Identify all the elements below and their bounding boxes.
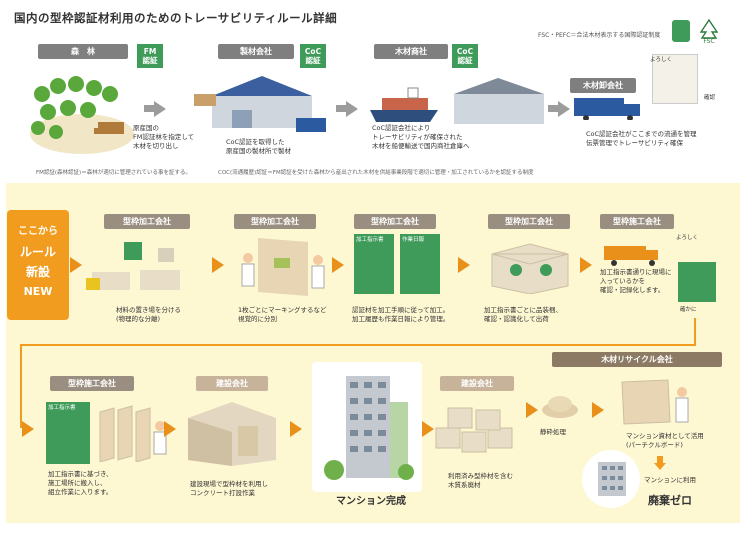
- panels-illustration: [96, 404, 170, 463]
- row3-header-4: 建設会社: [440, 376, 514, 391]
- truck-icon: [574, 96, 644, 121]
- pefc-logo-icon: [672, 20, 690, 42]
- new-line4: NEW: [23, 285, 53, 298]
- row2-header-4: 型枠加工会社: [488, 214, 570, 229]
- row2-caption-5: 加工指示書通りに現場に 入っているかを 確認・記録化します。: [600, 268, 672, 294]
- instruction-sheet: 加工指示書: [354, 234, 394, 294]
- row2-caption-1: 材料の置き場を分ける (物理的な分離): [116, 306, 181, 323]
- forest-header: 森 林: [38, 44, 128, 59]
- coc-badge-trader: CoC 認証: [452, 44, 478, 68]
- arrow-right-icon: [346, 101, 358, 117]
- doc1-label: 加工指示書: [356, 237, 384, 243]
- connector-line: [20, 344, 696, 346]
- new-line3: 新設: [25, 265, 50, 279]
- coc-badge-sawmill: CoC 認証: [300, 44, 326, 68]
- arrow-right-icon: [580, 257, 592, 273]
- waste-illustration: [432, 398, 524, 462]
- row2-header-2: 型枠加工会社: [234, 214, 316, 229]
- forest-illustration: [28, 64, 136, 156]
- check-sheet: [678, 262, 716, 302]
- arrow-right-icon: [70, 257, 82, 273]
- row3-header-2: 建設会社: [196, 376, 268, 391]
- connector-line: [20, 344, 22, 428]
- wholesaler-header: 木材卸会社: [570, 78, 636, 93]
- row2-caption-4: 加工指示書ごとに品装梱、 確認・認識化して出荷: [484, 306, 562, 323]
- row2-header-5: 型枠施工会社: [600, 214, 674, 229]
- board-illustration: [612, 378, 702, 426]
- row3-header-1: 型枠施工会社: [50, 376, 134, 391]
- crush-caption: 静砕処理: [540, 428, 566, 436]
- packing-illustration: [482, 234, 578, 295]
- new-line2: ルール: [19, 245, 56, 259]
- arrow-right-icon: [592, 402, 604, 418]
- row3-caption-2: 建設現場で型枠材を利用し コンクリート打設作業: [190, 480, 268, 497]
- arrow-right-icon: [422, 421, 434, 437]
- row2-header-1: 型枠加工会社: [104, 214, 190, 229]
- coc-footnote: COC(流通履歴)認証＝FM認証を受けた森林から産出された木材を供給事業段階で適…: [218, 170, 534, 176]
- trader-caption: CoC認証会社により トレーサビリティが確保された 木材を船便輸送で国内商社倉庫…: [372, 124, 470, 150]
- board-caption: マンション資材として活用 (パーチクルボード): [626, 432, 704, 449]
- trader-header: 木材商社: [374, 44, 448, 59]
- new-rule-box: ここから ルール 新設 NEW: [7, 210, 69, 320]
- row2-header-3: 型枠加工会社: [354, 214, 436, 229]
- page-title: 国内の型枠認証材利用のためのトレーサビリティルール詳細: [14, 11, 338, 25]
- arrow-right-icon: [212, 257, 224, 273]
- speech-bubble: よろしく: [650, 57, 673, 63]
- arrow-right-icon: [526, 402, 538, 418]
- arrow-right-icon: [332, 257, 344, 273]
- row3-header-5: 木材リサイクル会社: [552, 352, 722, 367]
- sawmill-header: 製材会社: [218, 44, 294, 59]
- svg-text:FSC: FSC: [703, 38, 714, 44]
- fm-badge: FM 認証: [137, 44, 163, 68]
- work-report: 作業日報: [400, 234, 440, 294]
- arrow-right-icon: [558, 101, 570, 117]
- storage-illustration: [84, 234, 204, 300]
- instruction-sheet: 加工指示書: [46, 402, 90, 464]
- row2-caption-3: 認証材を加工手順に従って加工。 加工履歴も作業日報により管理。: [352, 306, 450, 323]
- arrow-body: [144, 105, 154, 112]
- top-note: FSC・PEFC＝合法木材表示する国際認証制度: [538, 32, 661, 39]
- arrow-right-icon: [154, 101, 166, 117]
- arrow-right-icon: [164, 421, 176, 437]
- speech-bubble: よろしく: [676, 235, 699, 241]
- wholesaler-caption: CoC認証会社がここまでの流通を管理 伝票管理でトレーサビリティ確保: [586, 130, 697, 147]
- marking-illustration: [238, 234, 326, 300]
- arrow-body: [336, 105, 346, 112]
- trader-illustration: [368, 70, 548, 126]
- sawmill-caption: CoC認証を取得した 原産国の製材所で製材: [226, 138, 291, 155]
- mansion-caption: マンション完成: [336, 496, 406, 507]
- mansion-frame: [312, 362, 422, 492]
- fm-footnote: FM認証(森林認証)＝森林が適切に管理されている事を証する。: [36, 170, 192, 176]
- speech-bubble: 確かに: [680, 307, 697, 313]
- row2-caption-2: 1枚ごとにマーキングするなど 視覚的に分別: [238, 306, 327, 323]
- doc2-label: 作業日報: [402, 237, 425, 243]
- arrow-body: [548, 105, 558, 112]
- slip-illustration: [652, 54, 698, 104]
- construction-illustration: [184, 398, 280, 468]
- arrow-down-icon: [654, 456, 666, 470]
- forest-caption: 原産国の FM認証林を指定して 木材を切り出し: [133, 124, 195, 150]
- fsc-logo-icon: FSC: [698, 18, 720, 45]
- new-line1: ここから: [18, 226, 58, 237]
- connector-line: [694, 318, 696, 346]
- speech-bubble: 確認: [704, 95, 716, 101]
- chips-illustration: [540, 392, 580, 418]
- reuse-building-icon: [582, 450, 640, 508]
- doc-label: 加工指示書: [48, 405, 76, 411]
- row3-caption-1: 加工指示書に基づき、 施工場所に搬入し、 組立作業に入ります。: [48, 470, 113, 496]
- row3-caption-4: 利用済み型枠材を含む 木質系廃材: [448, 472, 513, 489]
- arrow-right-icon: [290, 421, 302, 437]
- arrow-right-icon: [22, 421, 34, 437]
- truck-icon: [604, 244, 662, 266]
- sawmill-illustration: [192, 66, 332, 138]
- zero-waste-caption: 廃棄ゼロ: [648, 494, 692, 507]
- reuse-caption: マンションに利用: [644, 476, 696, 484]
- arrow-right-icon: [458, 257, 470, 273]
